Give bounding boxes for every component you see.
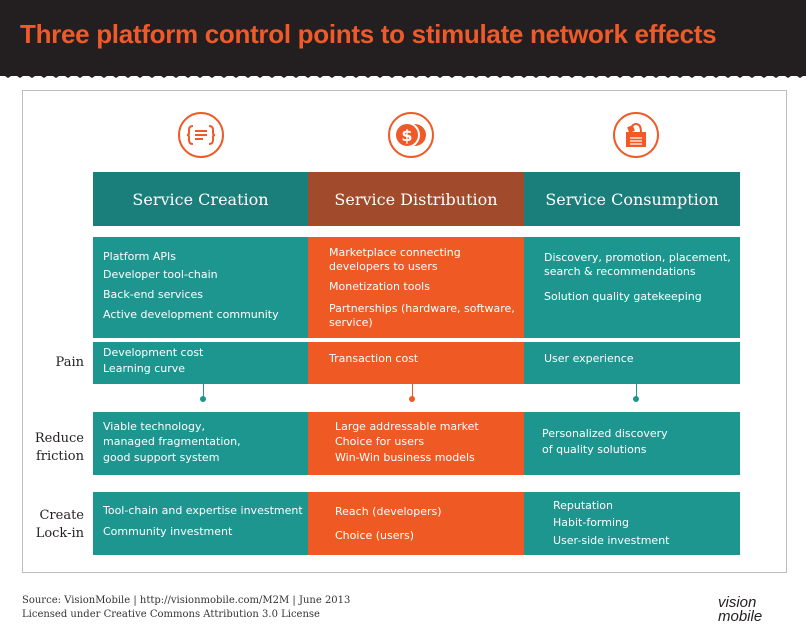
column-header-service-consumption: Service Consumption — [524, 172, 740, 226]
pain-consumption-box: User experience — [524, 342, 740, 384]
visionmobile-logo: vision mobile — [718, 594, 763, 625]
list-item: Win-Win business models — [335, 451, 475, 464]
connector-dot — [633, 396, 639, 402]
column-header-service-distribution: Service Distribution — [308, 172, 524, 226]
reduce-creation-box: Viable technology, managed fragmentation… — [93, 412, 308, 475]
column-header-service-creation: Service Creation — [93, 172, 308, 226]
row-label-pain: Pain — [55, 355, 84, 370]
code-icon — [178, 112, 224, 158]
row-label-line: friction — [35, 449, 84, 465]
list-item: Reputation — [553, 499, 613, 512]
svg-text:$: $ — [401, 126, 412, 145]
title-bar: Three platform control points to stimula… — [0, 0, 806, 76]
diagram-frame — [22, 90, 787, 573]
zigzag-border — [0, 68, 806, 78]
connector-dot — [200, 396, 206, 402]
list-item: Large addressable market — [335, 420, 479, 433]
list-item: Development cost — [103, 346, 204, 359]
list-item: Solution quality gatekeeping — [544, 290, 702, 303]
list-item: search & recommendations — [544, 265, 696, 278]
list-item: Active development community — [103, 308, 279, 321]
list-item: Developer tool-chain — [103, 268, 218, 281]
source-credit: Source: VisionMobile | http://visionmobi… — [22, 594, 350, 621]
pain-distribution-box: Transaction cost — [308, 342, 524, 384]
list-item: good support system — [103, 451, 220, 464]
lockin-distribution-box: Reach (developers) Choice (users) — [308, 492, 524, 555]
creation-description-box: Platform APIs Developer tool-chain Back-… — [93, 237, 308, 338]
source-line: Source: VisionMobile | http://visionmobi… — [22, 595, 351, 606]
list-item: Transaction cost — [329, 352, 419, 365]
list-item: Monetization tools — [329, 280, 430, 293]
list-item: Choice (users) — [335, 529, 415, 542]
list-item: Viable technology, — [103, 420, 205, 433]
row-label-line: Lock-in — [35, 526, 84, 542]
connector-line — [203, 384, 204, 398]
list-item: developers to users — [329, 260, 438, 273]
shopping-bag-icon — [613, 112, 659, 158]
list-item: User-side investment — [553, 534, 670, 547]
row-label-line: Create — [39, 508, 84, 523]
reduce-consumption-box: Personalized discovery of quality soluti… — [524, 412, 740, 475]
list-item: Learning curve — [103, 362, 186, 375]
list-item: Tool-chain and expertise investment — [103, 504, 303, 517]
lockin-creation-box: Tool-chain and expertise investment Comm… — [93, 492, 308, 555]
connector-line — [412, 384, 413, 398]
connector-dot — [409, 396, 415, 402]
lockin-consumption-box: Reputation Habit-forming User-side inves… — [524, 492, 740, 555]
list-item: Discovery, promotion, placement, — [544, 251, 731, 264]
page-title: Three platform control points to stimula… — [20, 19, 717, 49]
row-label-reduce-friction: Reduce friction — [26, 430, 84, 466]
distribution-description-box: Marketplace connecting developers to use… — [308, 237, 524, 338]
list-item: Choice for users — [335, 435, 425, 448]
list-item: Platform APIs — [103, 250, 177, 263]
list-item: managed fragmentation, — [103, 435, 241, 448]
row-label-line: Reduce — [34, 431, 84, 446]
logo-line: mobile — [718, 607, 763, 625]
list-item: Marketplace connecting — [329, 246, 461, 259]
connector-line — [636, 384, 637, 398]
logo-line: vision — [718, 594, 757, 611]
list-item: service) — [329, 316, 373, 329]
list-item: Back-end services — [103, 288, 204, 301]
pain-creation-box: Development cost Learning curve — [93, 342, 308, 384]
list-item: Community investment — [103, 525, 233, 538]
list-item: Personalized discovery — [542, 427, 668, 440]
reduce-distribution-box: Large addressable market Choice for user… — [308, 412, 524, 475]
list-item: Habit-forming — [553, 516, 629, 529]
list-item: Reach (developers) — [335, 505, 442, 518]
dollar-coins-icon: $ — [388, 112, 434, 158]
list-item: Partnerships (hardware, software, — [329, 302, 515, 315]
license-line: Licensed under Creative Commons Attribut… — [22, 608, 320, 620]
list-item: User experience — [544, 352, 634, 365]
consumption-description-box: Discovery, promotion, placement, search … — [524, 237, 740, 338]
list-item: of quality solutions — [542, 443, 647, 456]
row-label-create-lock-in: Create Lock-in — [26, 507, 84, 543]
